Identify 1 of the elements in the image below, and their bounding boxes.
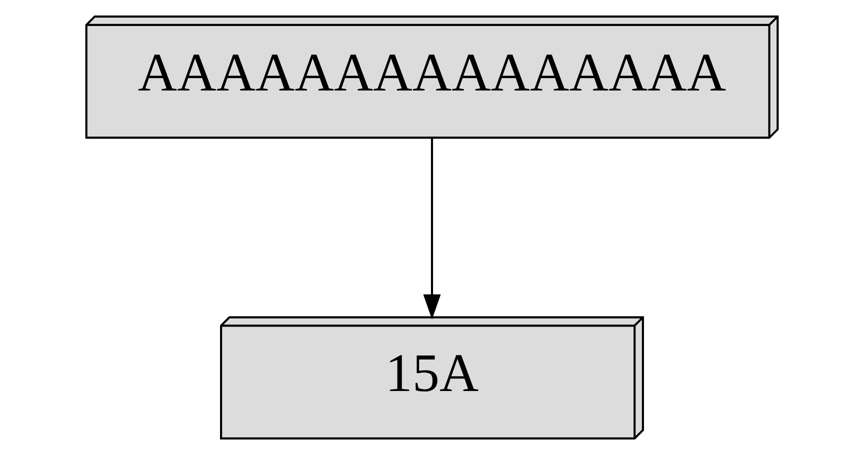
arrow [423,138,441,320]
